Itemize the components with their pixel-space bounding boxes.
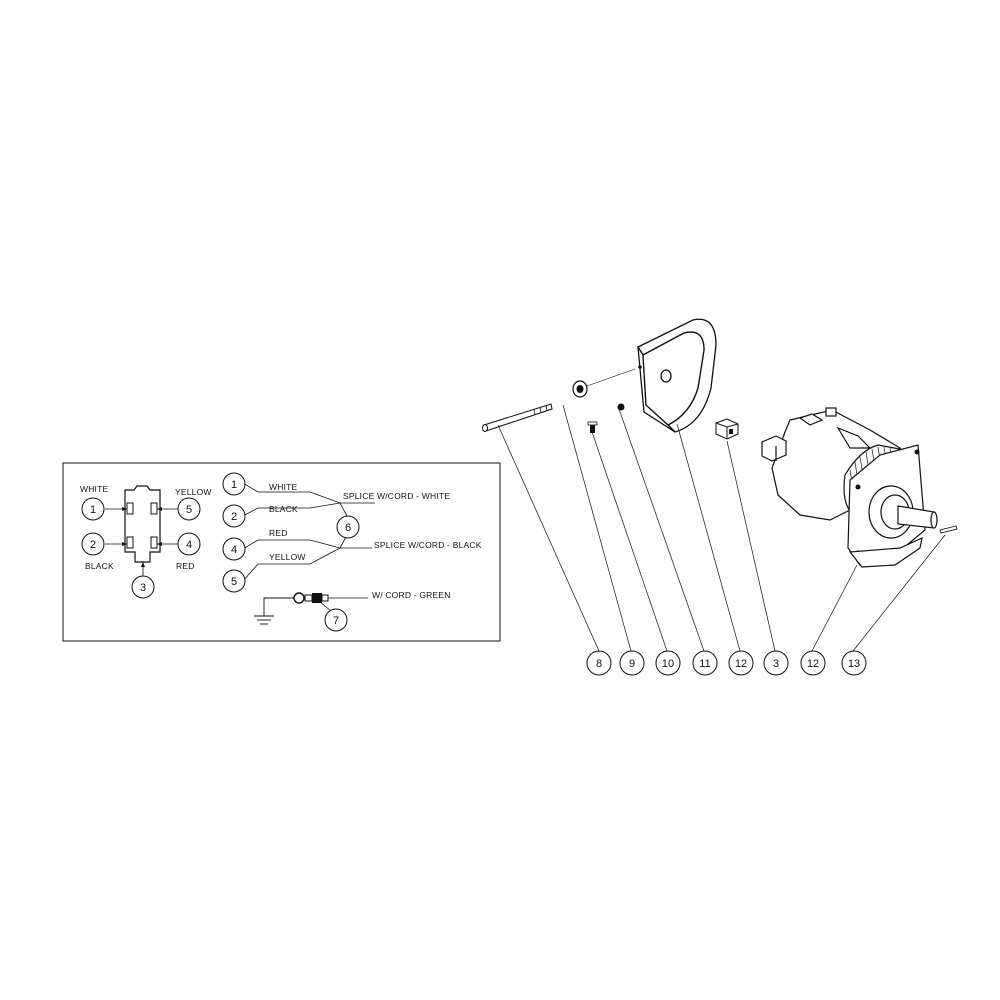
- nut-part: [617, 403, 625, 411]
- callout-4-plug: 4: [177, 532, 201, 556]
- svg-text:4: 4: [231, 544, 237, 556]
- callout-7-lead: 7: [324, 608, 348, 632]
- exploded-view: 8 9 10 11 12 3 12 13: [482, 318, 958, 676]
- callout-6-lead: 6: [336, 515, 360, 539]
- connector-icon: [124, 485, 161, 563]
- svg-text:8: 8: [596, 658, 602, 670]
- svg-text:2: 2: [90, 539, 96, 551]
- lead-label-yellow: YELLOW: [269, 552, 306, 562]
- lead-wires: [242, 482, 375, 582]
- splice-black-label: SPLICE W/CORD - BLACK: [374, 540, 482, 550]
- callout-3: 3: [763, 650, 789, 676]
- callout-2-lead: 2: [222, 504, 246, 528]
- splice-white-label: SPLICE W/CORD - WHITE: [343, 491, 450, 501]
- callout-4-lead: 4: [222, 537, 246, 561]
- motor-icon: [761, 407, 938, 568]
- svg-text:13: 13: [848, 658, 860, 670]
- callout-8: 8: [586, 650, 612, 676]
- svg-text:3: 3: [773, 658, 779, 670]
- callout-5-plug: 5: [177, 497, 201, 521]
- svg-text:5: 5: [186, 504, 192, 516]
- svg-text:10: 10: [662, 658, 674, 670]
- callout-12-a: 12: [728, 650, 754, 676]
- callout-5-lead: 5: [222, 569, 246, 593]
- svg-text:12: 12: [807, 658, 819, 670]
- callout-10: 10: [655, 650, 681, 676]
- svg-text:12: 12: [735, 658, 747, 670]
- svg-text:1: 1: [90, 504, 96, 516]
- callout-11: 11: [692, 650, 718, 676]
- callout-13: 13: [841, 650, 867, 676]
- svg-text:1: 1: [231, 479, 237, 491]
- plug-label-yellow: YELLOW: [175, 487, 212, 497]
- plug-label-white: WHITE: [80, 484, 109, 494]
- ring-terminal-icon: [293, 592, 368, 612]
- connector-block-part: [715, 418, 739, 440]
- svg-text:2: 2: [231, 511, 237, 523]
- plug-label-black: BLACK: [85, 561, 114, 571]
- ground-icon: [254, 597, 295, 625]
- callout-2-plug: 2: [81, 532, 105, 556]
- lead-label-black: BLACK: [269, 504, 298, 514]
- plug-label-red: RED: [176, 561, 195, 571]
- svg-text:3: 3: [140, 582, 146, 594]
- callout-12-b: 12: [800, 650, 826, 676]
- callout-3-plug: 3: [131, 575, 155, 599]
- lead-label-white: WHITE: [269, 482, 298, 492]
- wiring-schematic: WHITE YELLOW BLACK RED 1 5 2 4 3: [62, 462, 501, 642]
- screw-part: [587, 421, 598, 433]
- svg-text:4: 4: [186, 539, 192, 551]
- svg-text:6: 6: [345, 522, 351, 534]
- callout-9: 9: [619, 650, 645, 676]
- svg-text:11: 11: [699, 658, 710, 670]
- callout-leaders: [497, 404, 946, 652]
- callout-1-lead: 1: [222, 472, 246, 496]
- svg-text:9: 9: [629, 658, 635, 670]
- svg-text:5: 5: [231, 576, 237, 588]
- schematic-frame: [62, 462, 501, 642]
- rod-part: [482, 403, 553, 432]
- lead-label-red: RED: [269, 528, 288, 538]
- cord-green-label: W/ CORD - GREEN: [372, 590, 451, 600]
- callout-1-plug: 1: [81, 497, 105, 521]
- pin-part: [939, 525, 958, 534]
- svg-text:7: 7: [333, 615, 339, 627]
- cover-shroud: [637, 318, 717, 433]
- grommet-part: [572, 368, 636, 398]
